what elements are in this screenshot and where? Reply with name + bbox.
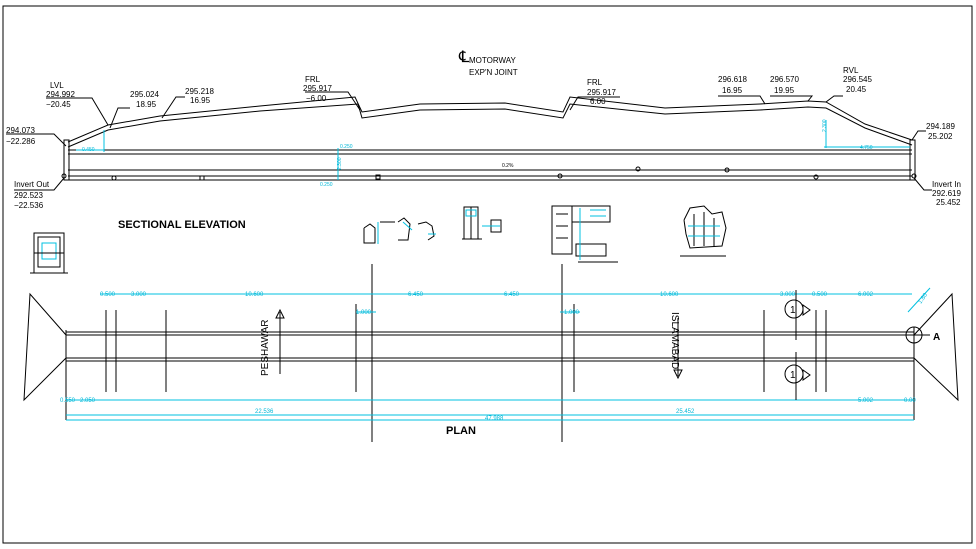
section-dim-4: 0.250: [320, 182, 333, 188]
section-marker-bottom-label: 1: [790, 370, 796, 381]
label-lvl-chainage: −20.45: [46, 100, 71, 109]
plan-title: PLAN: [446, 425, 476, 437]
plan-dim-bottom-1: 0.550: [60, 398, 76, 404]
label-left-end-chainage: −22.286: [6, 137, 36, 146]
section-marker-top[interactable]: 1: [784, 290, 811, 340]
label-p3-chainage: 16.95: [190, 96, 211, 105]
section-callout-a: A: [933, 332, 940, 343]
detail-sketch-reinforcement: [680, 205, 727, 257]
plan-dim-top-2: 3.000: [131, 292, 147, 298]
label-invert-in-chainage: 25.452: [936, 198, 961, 207]
label-p6-chainage: 16.95: [722, 86, 743, 95]
section-dim-5: 4.750: [860, 145, 873, 151]
label-rvl: RVL: [843, 66, 859, 75]
direction-islamabad: ISLAMABAD: [669, 312, 683, 380]
label-left-end-level: 294.073: [6, 126, 35, 135]
plan-view-structure: [23, 264, 959, 442]
drawing-border: [2, 5, 973, 544]
plan-dim-bottom-3: 22.536: [255, 409, 274, 415]
plan-dim-bottom-7: 0.00: [904, 398, 916, 404]
plan-dim-top-12: 1.80: [917, 292, 929, 306]
section-dim-6: 0.2%: [502, 163, 514, 169]
label-p2-chainage: 18.95: [136, 100, 157, 109]
label-right-end-chainage: 25.202: [928, 132, 953, 141]
label-p7-level: 296.570: [770, 75, 799, 84]
label-rvl-level: 296.545: [843, 75, 872, 84]
plan-dim-top-7: 1.000: [564, 310, 580, 316]
label-frl-left-chainage: −6.00: [306, 94, 327, 103]
section-elevation-title: SECTIONAL ELEVATION: [118, 219, 246, 231]
header-expansion-joint: EXP'N JOINT: [469, 68, 518, 77]
label-invert-out-chainage: −22.536: [14, 201, 44, 210]
label-lvl: LVL: [50, 81, 64, 90]
section-marker-bottom[interactable]: 1: [784, 352, 811, 400]
label-invert-out-level: 292.523: [14, 191, 43, 200]
label-p6-level: 296.618: [718, 75, 747, 84]
direction-peshawar-label: PESHAWAR: [260, 320, 271, 377]
label-frl-right-level: 295.917: [587, 88, 616, 97]
label-right-end-level: 294.189: [926, 122, 955, 131]
plan-dim-top-1: 0.500: [100, 292, 116, 298]
plan-dim-top-10: 0.500: [812, 292, 828, 298]
plan-dim-top-6: 6.450: [504, 292, 520, 298]
section-dim-2: 0.250: [340, 144, 353, 150]
plan-dim-bottom-5: 25.452: [676, 409, 695, 415]
detail-sketch-bearing: [462, 206, 502, 240]
detail-sketch-box: [30, 232, 68, 274]
plan-dim-top-11: 6.002: [858, 292, 874, 298]
plan-dim-bottom-2: 2.050: [80, 398, 96, 404]
plan-dim-bottom-4: 47.988: [485, 416, 504, 422]
label-p2-level: 295.024: [130, 90, 159, 99]
label-p7-chainage: 19.95: [774, 86, 795, 95]
plan-dimension-lines: [66, 287, 931, 421]
direction-islamabad-label: ISLAMABAD: [669, 312, 680, 369]
detail-sketch-abutment: [551, 205, 618, 263]
label-frl-right: FRL: [587, 78, 603, 87]
section-marker-top-label: 1: [790, 305, 796, 316]
label-frl-right-chainage: 6.00: [590, 97, 606, 106]
detail-sketch-joint: [363, 217, 436, 244]
label-invert-in-level: 292.619: [932, 189, 961, 198]
elevation-profile: [61, 96, 917, 181]
label-invert-in: Invert In: [932, 180, 961, 189]
centerline-symbol: ℄: [458, 49, 470, 66]
direction-peshawar: PESHAWAR: [260, 308, 285, 377]
elevation-leaders: [6, 91, 932, 191]
section-dim-7: 2.300: [822, 119, 828, 132]
plan-dim-top-4: 1.000: [356, 310, 372, 316]
label-rvl-chainage: 20.45: [846, 85, 867, 94]
plan-dim-top-9: 3.000: [780, 292, 796, 298]
label-frl-left: FRL: [305, 75, 321, 84]
header-motorway: MOTORWAY: [469, 56, 516, 65]
section-dim-1: 0.450: [82, 147, 95, 153]
label-frl-left-level: 295.917: [303, 84, 332, 93]
plan-dim-bottom-6: 5.002: [858, 398, 874, 404]
plan-dim-top-8: 10.600: [660, 292, 679, 298]
label-lvl-level: 294.992: [46, 90, 75, 99]
label-p3-level: 295.218: [185, 87, 214, 96]
section-dim-3: 2.300: [337, 157, 343, 170]
plan-dim-top-5: 6.450: [408, 292, 424, 298]
label-invert-out: Invert Out: [14, 180, 50, 189]
plan-dim-top-3: 10.600: [245, 292, 264, 298]
